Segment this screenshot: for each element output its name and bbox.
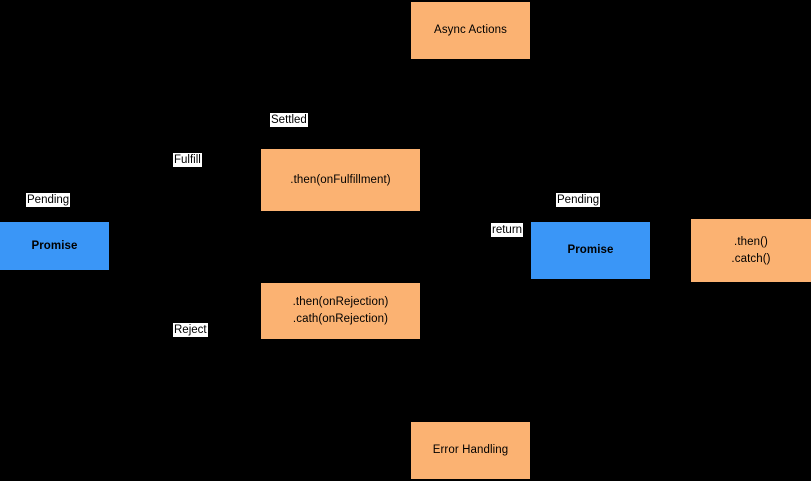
node-promise-right[interactable]: Promise [531, 222, 650, 279]
node-then-on-rejection[interactable]: .then(onRejection) .cath(onRejection) [261, 283, 420, 339]
edge-label-reject: Reject [173, 323, 208, 337]
edge-label-fulfill: Fulfill [173, 153, 202, 167]
node-label-line-2: .cath(onRejection) [292, 313, 389, 325]
node-label: Promise [31, 239, 78, 252]
node-label: Promise [567, 244, 614, 257]
node-label: .then(onFulfillment) [290, 173, 391, 186]
node-label: Async Actions [434, 24, 507, 37]
node-async-actions[interactable]: Async Actions [411, 2, 530, 59]
edge-label-pending-right: Pending [556, 193, 601, 207]
node-error-handling[interactable]: Error Handling [411, 422, 530, 479]
node-then-catch[interactable]: .then() .catch() [691, 219, 811, 282]
edge-label-return: return [491, 223, 524, 237]
edge-label-pending-left: Pending [26, 193, 71, 207]
node-label: Error Handling [432, 444, 509, 457]
node-label-line-2: .catch() [731, 252, 771, 265]
node-label-line-1: .then(onRejection) [292, 296, 389, 309]
node-then-on-fulfillment[interactable]: .then(onFulfillment) [261, 149, 420, 211]
node-promise-left[interactable]: Promise [0, 222, 109, 270]
node-label-line-1: .then() [734, 235, 768, 248]
edge-label-settled: Settled [270, 113, 308, 127]
